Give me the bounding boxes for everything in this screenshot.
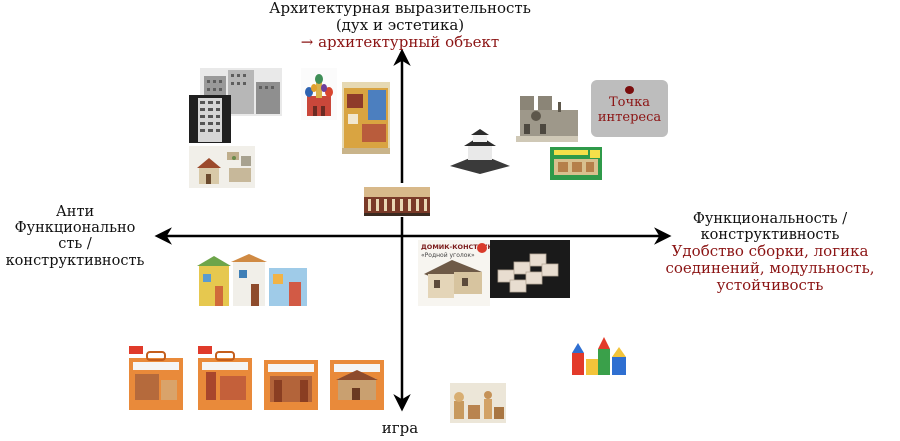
photo-toy-blocks-castle bbox=[568, 333, 630, 379]
poi-label-line1: Точка bbox=[609, 95, 650, 110]
photo-notre-dame-model bbox=[514, 88, 578, 144]
photo-theatre-building-model bbox=[360, 183, 434, 217]
top-axis-label: Архитектурная выразительность (дух и эст… bbox=[230, 0, 570, 50]
bottom-axis-label: игра bbox=[381, 419, 419, 437]
photo-wooden-toys bbox=[450, 383, 506, 423]
photo-kit-box-2 bbox=[194, 346, 256, 412]
point-of-interest[interactable]: Точка интереса bbox=[591, 80, 668, 137]
top-axis-subtitle: (дух и эстетика) bbox=[335, 15, 465, 34]
top-axis-note: → архитектурный объект bbox=[300, 32, 500, 51]
photo-colorful-houses-models bbox=[195, 254, 311, 312]
photo-kit-box-1 bbox=[125, 346, 187, 412]
left-axis-label: Анти Функционально сть / конструктивност… bbox=[5, 204, 145, 269]
domik-subtitle: «Родной уголок» bbox=[421, 252, 475, 259]
photo-japanese-castle-model bbox=[446, 126, 514, 176]
photo-historic-facade-model bbox=[342, 82, 390, 154]
photo-st-basils-cathedral bbox=[301, 68, 337, 120]
domik-title: ДОМИК-КОНСТРУКТОР bbox=[421, 243, 490, 251]
photo-modular-white-blocks bbox=[490, 240, 570, 298]
photo-green-kit-box bbox=[550, 147, 602, 180]
poi-marker-icon bbox=[625, 86, 634, 94]
poi-label-line2: интереса bbox=[597, 109, 662, 125]
photo-kit-box-4 bbox=[328, 356, 386, 412]
photo-dark-tower-block bbox=[189, 95, 231, 143]
photo-grey-modular-buildings bbox=[200, 68, 282, 116]
top-axis-title: Архитектурная выразительность bbox=[269, 0, 531, 17]
photo-kit-box-3 bbox=[262, 356, 320, 412]
photo-house-model-parts bbox=[189, 146, 255, 188]
right-axis-label: Функциональность / конструктивность Удоб… bbox=[665, 211, 875, 295]
photo-domik-constructor: ДОМИК-КОНСТРУКТОР «Родной уголок» bbox=[418, 240, 490, 306]
